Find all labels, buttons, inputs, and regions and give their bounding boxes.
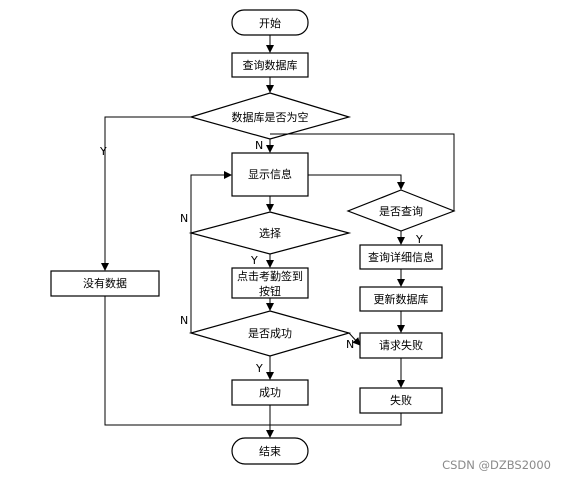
edge-label-db-empty-no: N <box>255 139 263 152</box>
edge-label-select-yes: Y <box>250 254 258 267</box>
request-fail-box <box>359 332 443 359</box>
edge-label-success-yes: Y <box>255 362 263 375</box>
edge-label-query-yes: Y <box>415 233 423 246</box>
db-empty-label: 数据库是否为空 <box>232 110 309 124</box>
query-db-box <box>231 52 309 78</box>
query-db-label: 查询数据库 <box>243 58 298 72</box>
edge-label-db-empty-yes: Y <box>99 145 107 158</box>
click-attendance-line2: 按钮 <box>259 284 281 298</box>
edge-label-fail-no: N <box>346 338 354 351</box>
click-attendance-box <box>231 267 309 299</box>
edge-select-loop <box>190 171 232 233</box>
watermark-text: CSDN @DZBS2000 <box>442 458 551 472</box>
edge-fail-merge <box>270 413 402 426</box>
edge-show-isquery <box>308 174 405 190</box>
edge-isquery-loop <box>270 133 455 211</box>
start-label: 开始 <box>259 16 281 30</box>
end-terminal <box>231 437 309 465</box>
show-info-label: 显示信息 <box>248 167 292 181</box>
request-fail-label: 请求失败 <box>379 338 423 352</box>
query-detail-box <box>359 244 443 270</box>
success-box <box>231 379 309 406</box>
no-data-box <box>50 270 160 297</box>
end-label: 结束 <box>259 445 281 458</box>
query-detail-label: 查询详细信息 <box>368 250 434 264</box>
edge-check-requestfail <box>348 332 361 346</box>
select-label: 选择 <box>259 226 281 240</box>
edge-label-success-no: N <box>180 314 188 327</box>
success-label: 成功 <box>259 386 281 399</box>
update-db-label: 更新数据库 <box>374 292 429 306</box>
success-check-label: 是否成功 <box>248 327 292 340</box>
edge-decision-nodata <box>101 116 191 271</box>
click-attendance-line1: 点击考勤签到 <box>237 269 303 283</box>
is-query-label: 是否查询 <box>379 204 423 218</box>
fail-label: 失败 <box>390 393 412 407</box>
no-data-label: 没有数据 <box>83 276 127 290</box>
edge-label-select-no: N <box>180 212 188 225</box>
edge-nodata-merge <box>104 296 270 426</box>
